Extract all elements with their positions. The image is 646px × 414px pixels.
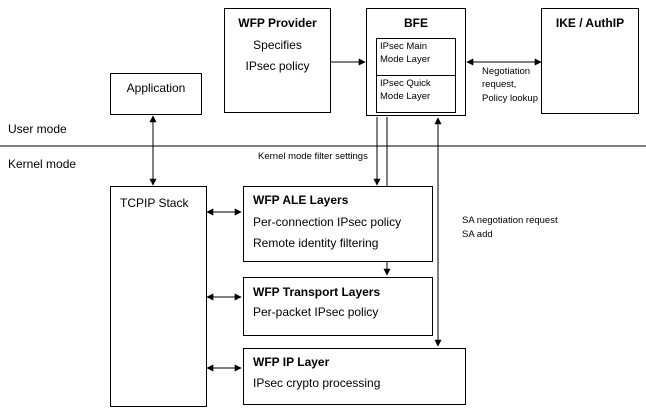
wfp-transport-layers-box: WFP Transport Layers Per-packet IPsec po…: [243, 277, 433, 336]
transport-line1: Per-packet IPsec policy: [253, 305, 379, 319]
kernel-filter-label: Kernel mode filter settings: [258, 151, 368, 162]
main-mode-line1: IPsec Main: [380, 41, 427, 52]
quick-mode-line2: Mode Layer: [380, 90, 431, 102]
ipsec-quick-mode-layer: IPsec Quick Mode Layer: [376, 75, 456, 113]
ike-authip-box: IKE / AuthIP: [541, 8, 639, 114]
ale-title: WFP ALE Layers: [253, 193, 349, 207]
ipsec-main-mode-layer: IPsec Main Mode Layer: [376, 38, 456, 76]
negotiation-line2: request,: [482, 79, 517, 91]
ale-line1: Per-connection IPsec policy: [253, 215, 402, 229]
wfp-provider-line2: IPsec policy: [245, 59, 310, 73]
kernel-mode-label: Kernel mode: [8, 157, 77, 171]
ip-line1: IPsec crypto processing: [253, 376, 381, 390]
tcpip-stack-title: TCPIP Stack: [120, 196, 189, 210]
sa-line2: SA add: [462, 228, 493, 240]
bfe-box: BFE IPsec Main Mode Layer IPsec Quick Mo…: [366, 8, 466, 116]
tcpip-stack-box: TCPIP Stack: [110, 186, 207, 407]
ike-authip-title: IKE / AuthIP: [555, 16, 625, 30]
sa-line1: SA negotiation request: [462, 215, 558, 226]
negotiation-line1: Negotiation: [482, 66, 531, 77]
sa-label: SA negotiation request SA add: [462, 214, 558, 242]
transport-title: WFP Transport Layers: [253, 285, 381, 299]
quick-mode-line1: IPsec Quick: [380, 78, 431, 89]
ale-line2: Remote identity filtering: [253, 236, 379, 250]
application-box: Application: [110, 73, 202, 115]
wfp-provider-title: WFP Provider: [238, 16, 317, 30]
application-title: Application: [126, 81, 186, 95]
wfp-provider-line1: Specifies: [253, 38, 302, 52]
wfp-ip-layer-box: WFP IP Layer IPsec crypto processing: [243, 348, 466, 405]
negotiation-label: Negotiation request, Policy lookup: [482, 65, 538, 105]
bfe-title: BFE: [404, 16, 428, 30]
main-mode-line2: Mode Layer: [380, 53, 431, 65]
wfp-ale-layers-box: WFP ALE Layers Per-connection IPsec poli…: [243, 186, 433, 262]
negotiation-line3: Policy lookup: [482, 92, 538, 104]
wfp-provider-box: WFP Provider Specifies IPsec policy: [224, 8, 331, 113]
user-mode-label: User mode: [8, 122, 67, 136]
ip-title: WFP IP Layer: [253, 355, 330, 369]
